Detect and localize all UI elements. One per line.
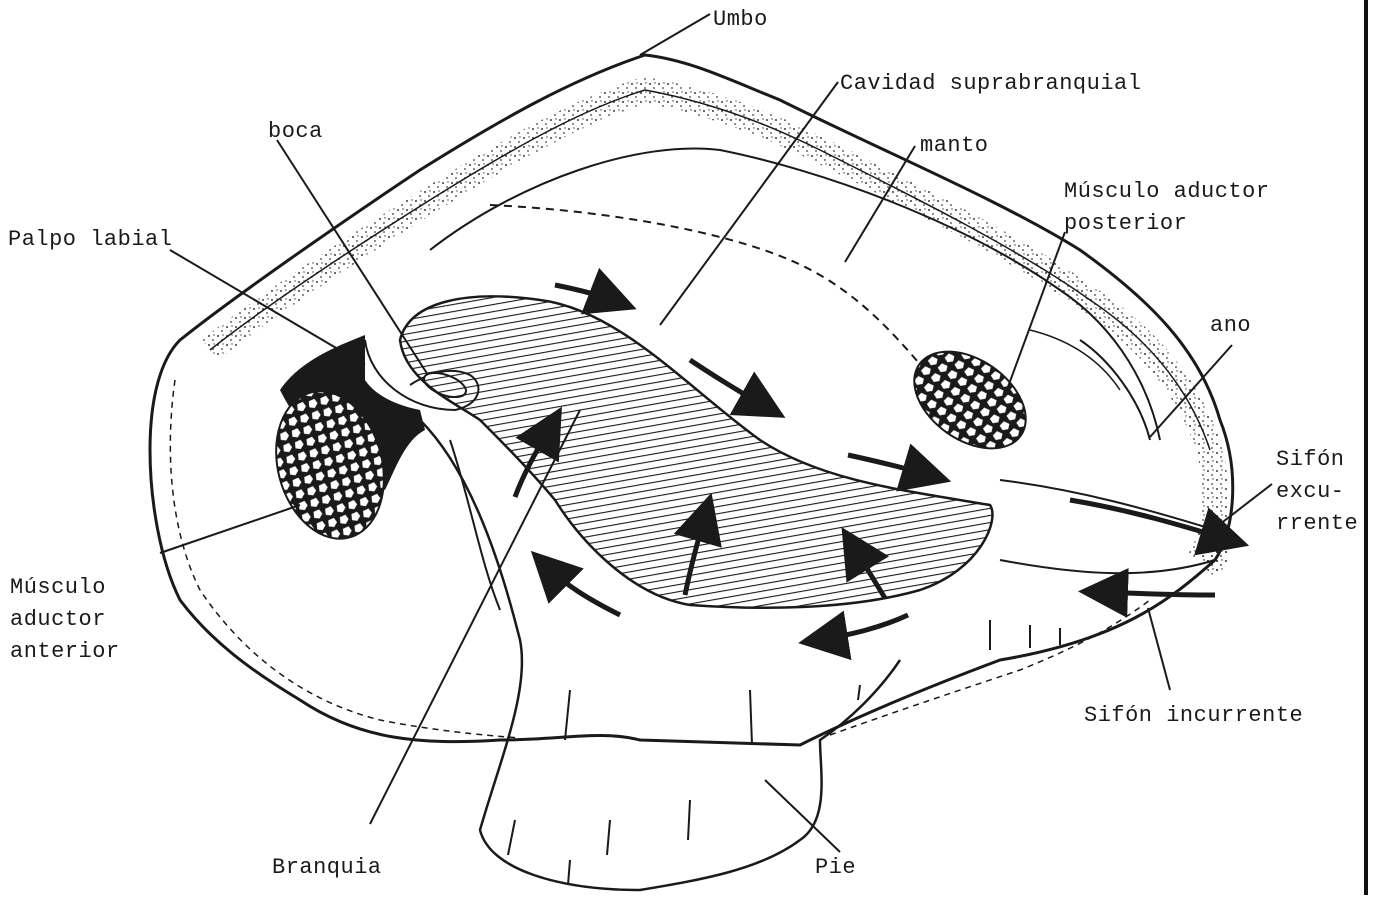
label-pie: Pie (815, 852, 856, 884)
label-umbo: Umbo (713, 4, 768, 36)
label-branquia: Branquia (272, 852, 382, 884)
label-musculo-posterior-line1: Músculo aductor (1064, 176, 1270, 208)
label-musculo-anterior-line1: Músculo (10, 572, 120, 604)
label-musculo-aductor-anterior: Músculo aductor anterior (10, 572, 120, 668)
label-sifon-incurrente: Sifón incurrente (1084, 700, 1303, 732)
right-frame-border (1364, 0, 1368, 895)
label-musculo-aductor-posterior: Músculo aductor posterior (1064, 176, 1270, 240)
label-ano: ano (1210, 310, 1251, 342)
label-musculo-anterior-line2: aductor (10, 604, 120, 636)
label-sifon-exc-line1: Sifón (1276, 444, 1358, 476)
label-cavidad-suprabranquial: Cavidad suprabranquial (840, 68, 1141, 100)
label-sifon-excurrente: Sifón excu- rrente (1276, 444, 1358, 540)
label-manto: manto (920, 130, 989, 162)
label-musculo-anterior-line3: anterior (10, 636, 120, 668)
incurrent-siphon (1000, 560, 1215, 573)
label-boca: boca (268, 116, 323, 148)
gill (400, 296, 992, 607)
label-sifon-exc-line2: excu- (1276, 476, 1358, 508)
label-sifon-exc-line3: rrente (1276, 508, 1358, 540)
foot-marks (508, 620, 1060, 885)
label-musculo-posterior-line2: posterior (1064, 208, 1270, 240)
label-palpo-labial: Palpo labial (8, 224, 172, 256)
